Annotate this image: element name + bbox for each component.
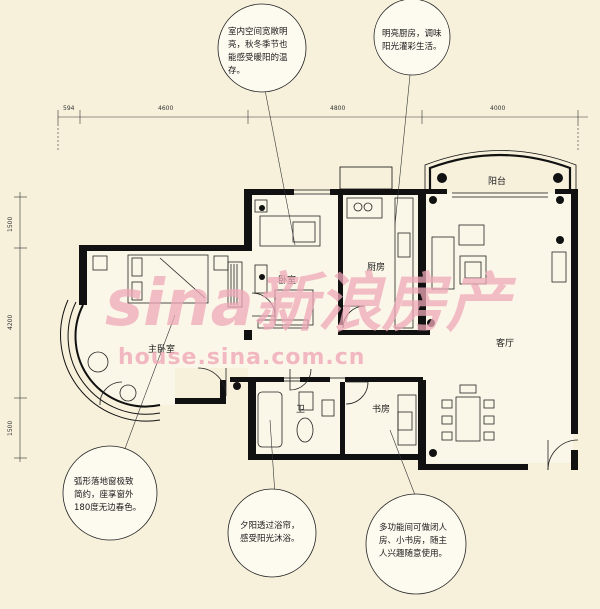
callout-bottom-right-line-1: 多功能间可做闭人	[379, 522, 448, 533]
callout-bottom-mid-line-2: 感受阳光沐浴。	[240, 533, 300, 544]
callout-leaders	[119, 74, 416, 496]
callout-bottom-left-line-3: 180度无边春色。	[74, 502, 141, 513]
label-kitchen: 厨房	[367, 261, 385, 273]
balcony-bay	[424, 150, 577, 198]
callout-top-right-line-1: 明亮厨房，调味	[382, 28, 442, 39]
callout-bottom-right-line-2: 房、小书房，随主	[379, 535, 448, 546]
arc-window	[60, 299, 161, 422]
label-balcony: 阳台	[488, 175, 506, 187]
dim-left-2: 4200	[7, 315, 14, 330]
callout-bottom-mid-line-1: 夕阳透过浴帘，	[240, 520, 300, 531]
callout-bottom-left-line-1: 弧形落地窗极致	[74, 476, 134, 487]
callout-top-left-line-4: 存。	[228, 65, 245, 76]
windows	[227, 189, 345, 382]
callout-top-left-line-3: 能感受暖阳的温	[228, 52, 288, 63]
dim-top-1: 594	[63, 105, 75, 112]
dim-top-2: 4600	[158, 105, 173, 112]
callout-bottom-right: 多功能间可做闭人 房、小书房，随主 人兴趣随意使用。	[365, 493, 467, 595]
callout-top-left-line-1: 室内空间宽敞明	[228, 26, 288, 37]
dim-top-3: 4800	[330, 105, 345, 112]
callout-top-left: 室内空间宽敞明 亮，秋冬季节也 能感受暖阳的温 存。	[217, 3, 307, 93]
watermark-url: house.sina.com.cn	[118, 345, 365, 370]
dim-left-3: 1500	[7, 421, 14, 436]
callout-bottom-right-line-3: 人兴趣随意使用。	[379, 548, 447, 559]
callout-top-right: 明亮厨房，调味 阳光灌彩生活。	[373, 0, 451, 76]
kitchen-window-box	[339, 166, 393, 190]
left-dimension-line	[14, 192, 27, 462]
dim-left-1: 1500	[7, 217, 14, 232]
callout-bottom-left: 弧形落地窗极致 简约，座享窗外 180度无边春色。	[62, 445, 158, 541]
dim-top-4: 4000	[490, 105, 505, 112]
label-bathroom: 卫	[296, 405, 305, 415]
label-living-room: 客厅	[496, 337, 514, 349]
callout-bottom-mid: 夕阳透过浴帘， 感受阳光沐浴。	[227, 488, 317, 578]
furniture	[87, 197, 579, 471]
callout-bottom-left-line-2: 简约，座享窗外	[74, 489, 134, 500]
walls	[79, 189, 578, 470]
plant-markers	[233, 173, 564, 457]
floor-fill	[76, 193, 573, 463]
label-study: 书房	[372, 403, 390, 415]
callout-top-left-line-2: 亮，秋冬季节也	[228, 39, 288, 50]
top-dimension-line	[57, 110, 588, 150]
watermark-brand: sina新浪房产	[105, 267, 517, 341]
label-bedroom: 卧室	[278, 274, 296, 286]
callout-top-right-line-2: 阳光灌彩生活。	[382, 41, 442, 52]
sina-watermark: sina新浪房产 house.sina.com.cn	[105, 267, 517, 370]
label-master-bedroom: 主卧室	[148, 343, 175, 355]
